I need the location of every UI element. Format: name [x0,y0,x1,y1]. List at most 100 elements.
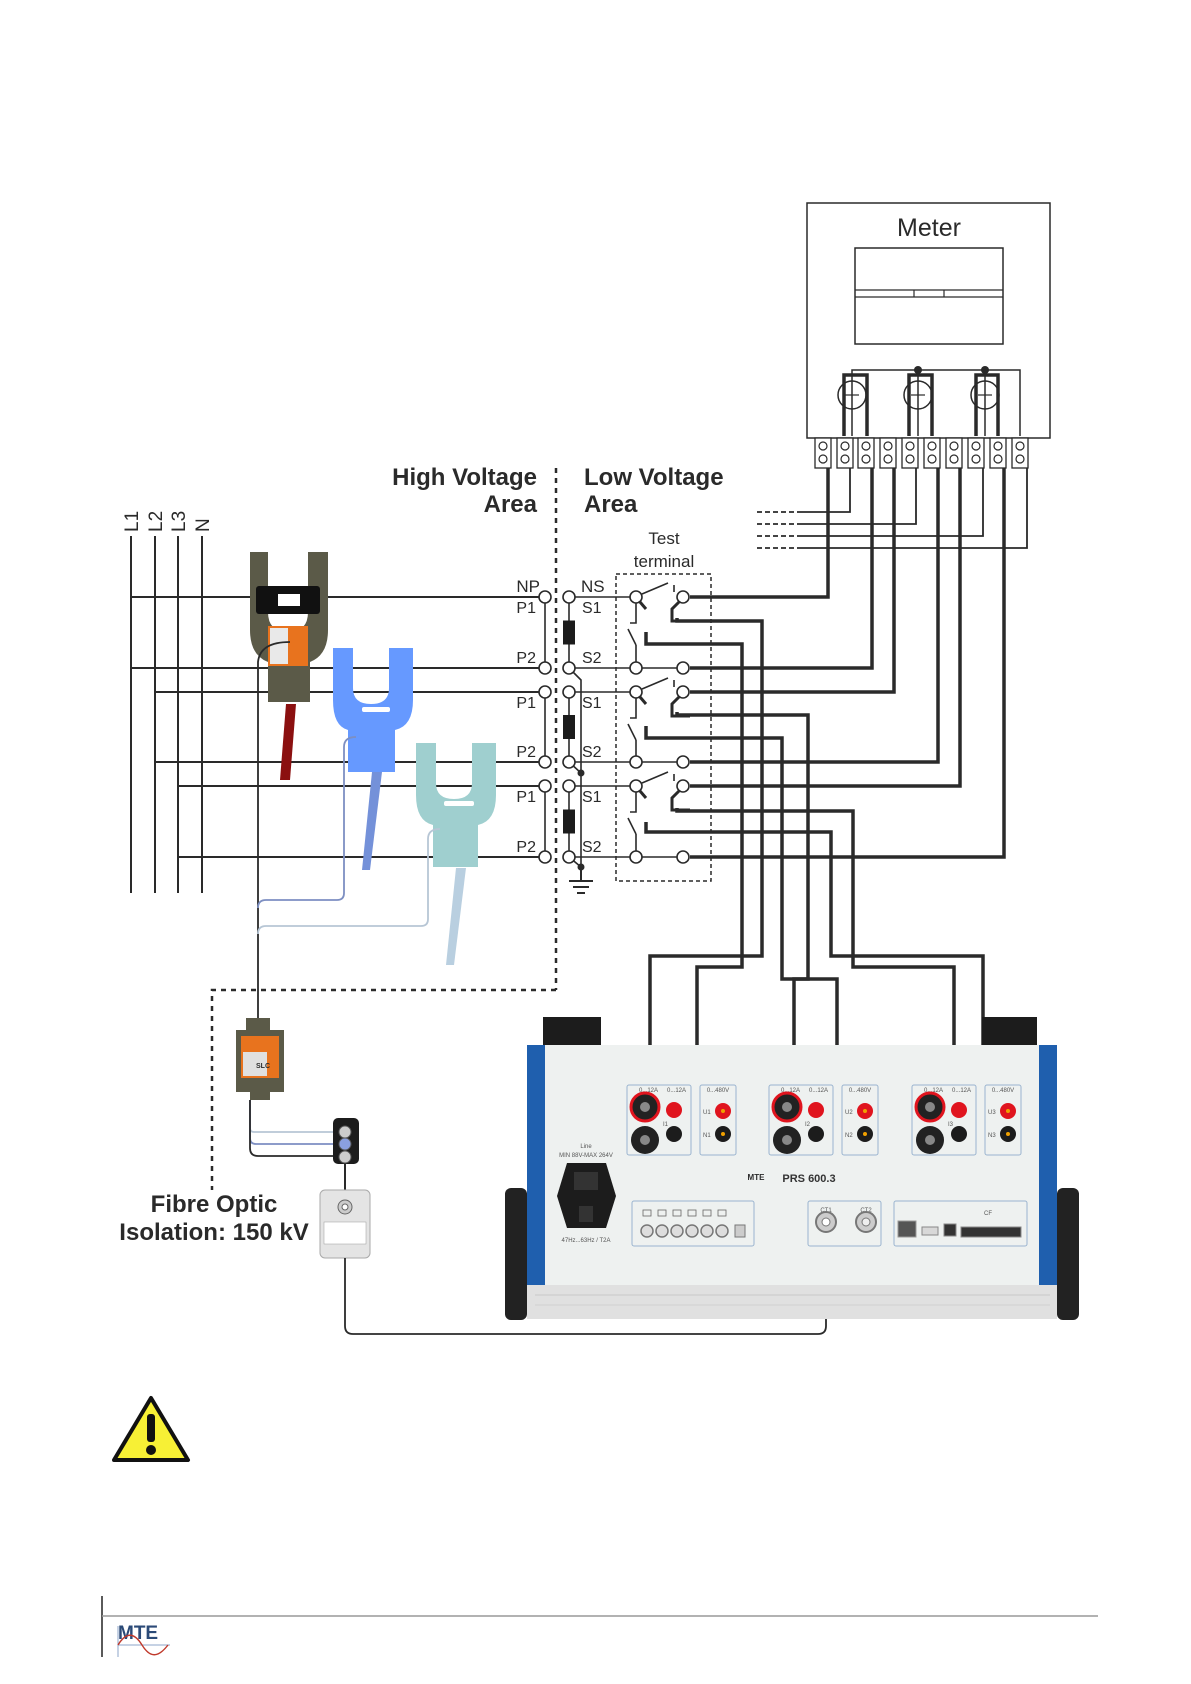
fibre-connector-block [333,1118,359,1164]
phase-label-l1: L1 [122,511,143,532]
current-range: 0...12A [924,1088,943,1094]
slc-unit: SLC [236,1018,284,1100]
test-terminal-node [629,661,643,675]
ct2-label: CT2 [860,1208,872,1214]
pulse-port[interactable] [715,1224,729,1238]
meter-terminal-block [814,437,1029,469]
test-switch[interactable] [641,677,669,690]
hv-area-boundary [210,988,556,1190]
voltage-lead-stubs [757,511,800,549]
ct-winding [563,620,575,645]
current-socket-black[interactable] [808,1126,824,1142]
secondary-label: S2 [582,744,602,761]
test-terminal-node [629,755,643,769]
current-range: 0...12A [809,1088,828,1094]
n-label: N2 [845,1133,853,1139]
power-inlet [557,1163,616,1228]
test-terminal-switches [627,582,690,864]
ct1-label: CT1 [820,1208,832,1214]
line-label: Line [580,1144,592,1150]
current-range: 0...12A [639,1088,658,1094]
high-voltage-label-2: Area [484,491,538,518]
clamp-l2 [333,648,413,870]
u-label: U2 [845,1110,853,1116]
mte-logo-text: MTE [118,1623,158,1644]
ground-icon [569,867,593,894]
u-label: U1 [703,1110,711,1116]
test-switch[interactable] [641,771,669,784]
secondary-terminal [562,685,576,699]
cf-slot[interactable] [960,1226,1022,1238]
ct-winding [563,715,575,739]
test-switch[interactable] [627,817,637,835]
voltage-leads [800,468,1028,549]
test-terminal-node [676,590,690,604]
usb-b-port[interactable] [943,1223,957,1237]
usb-a-port[interactable] [921,1226,939,1236]
pulse-port[interactable] [685,1224,699,1238]
test-terminal-node [629,590,643,604]
line-spec: MIN 88V-MAX 264V [559,1153,613,1159]
primary-label: P1 [516,600,536,617]
primary-terminal [538,755,552,769]
test-terminal-node [629,685,643,699]
n-label: N3 [988,1133,996,1139]
test-switch[interactable] [627,628,637,646]
test-terminal-label-2: terminal [634,552,694,571]
clamp-fibre-cables [257,641,441,1020]
device-handle-right [982,1017,1037,1045]
primary-label: P2 [516,839,536,856]
current-socket-black[interactable] [666,1126,682,1142]
test-terminal-node [676,685,690,699]
meter-elements [837,369,1021,436]
current-socket-red[interactable] [951,1102,967,1118]
test-terminal-box [615,573,712,882]
current-socket-red[interactable] [666,1102,682,1118]
primary-terminal [538,661,552,675]
voltage-range: 0...480V [992,1088,1014,1094]
pulse-port[interactable] [640,1224,654,1238]
test-terminal-node [676,755,690,769]
test-switch[interactable] [641,582,669,595]
pulse-port[interactable] [655,1224,669,1238]
primary-label: P2 [516,744,536,761]
primary-label: P2 [516,650,536,667]
secondary-terminal [562,755,576,769]
ct-winding [563,809,575,834]
ct-port-panel [807,1200,882,1247]
voltage-range: 0...480V [707,1088,729,1094]
current-socket-black[interactable] [951,1126,967,1142]
secondary-label: S2 [582,839,602,856]
test-switch[interactable] [627,723,637,741]
device-brand: MTE [748,1173,766,1182]
comms-panel [893,1200,1028,1247]
test-terminal-node [676,779,690,793]
pulse-switch[interactable] [734,1224,746,1238]
pulse-port[interactable] [700,1224,714,1238]
device-model: PRS 600.3 [782,1173,835,1185]
slc-fibre-leads [249,1100,342,1157]
fibre-converter [319,1189,371,1259]
ethernet-port[interactable] [897,1220,917,1238]
meter-display [854,247,1004,345]
fibre-optic-label: Fibre Optic [151,1191,278,1218]
primary-terminal [538,850,552,864]
secondary-label: S1 [582,600,602,617]
cf-label: CF [984,1211,992,1217]
secondary-terminal [562,779,576,793]
current-socket-red[interactable] [808,1102,824,1118]
test-terminal-node [676,661,690,675]
warning-icon [112,1396,190,1462]
current-label: I3 [948,1122,954,1128]
current-label: I2 [805,1122,811,1128]
secondary-terminal [562,661,576,675]
current-range: 0...12A [781,1088,800,1094]
high-voltage-label: High Voltage [392,464,537,491]
secondary-terminal [562,850,576,864]
primary-terminal [538,685,552,699]
power-switch[interactable] [579,1206,593,1222]
pulse-port[interactable] [670,1224,684,1238]
current-range: 0...12A [952,1088,971,1094]
